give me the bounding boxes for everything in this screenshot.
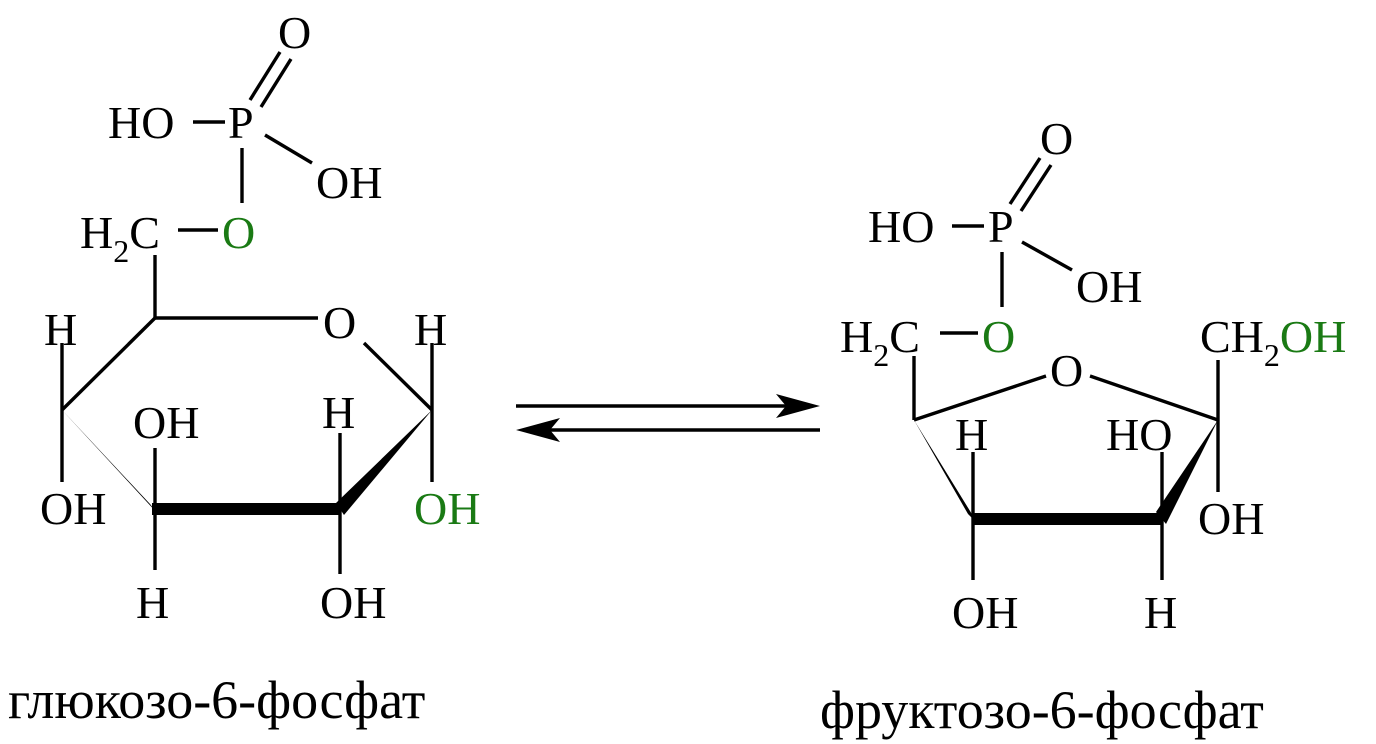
fructose-c2-oh-label: OH — [1198, 493, 1264, 544]
fructose-6-phosphate-structure: O HO P OH O H2C O CH2OH H HO OH OH H фру… — [820, 113, 1346, 740]
forward-arrow-head — [776, 394, 820, 418]
fructose-c4-oh-label: OH — [952, 587, 1018, 638]
glucose-c4-oh-label: OH — [40, 483, 106, 534]
glucose-c3-h-label: H — [136, 577, 169, 628]
fructose-ho-label: HO — [868, 201, 934, 252]
reverse-arrow-head — [516, 418, 560, 442]
fructose-c5-ringo-bond — [913, 374, 1047, 422]
glucose-p-double-bond-b — [259, 58, 293, 108]
fructose-caption: фруктозо-6-фосфат — [820, 680, 1264, 740]
fructose-c4-h-label: H — [955, 409, 988, 460]
fructose-ester-o-label: O — [982, 311, 1015, 362]
fructose-c3-c2-wedge — [1156, 420, 1218, 524]
glucose-c1-h-label: H — [414, 304, 447, 355]
fructose-ringo-c2-bond — [1089, 374, 1219, 422]
fructose-p-double-bond-a — [1008, 157, 1042, 205]
glucose-c2-h-label: H — [322, 387, 355, 438]
glucose-c4-c3-wedge — [62, 410, 158, 514]
glucose-c3-oh-label: OH — [133, 397, 199, 448]
glucose-c1-oh-label: OH — [414, 483, 480, 534]
glucose-p-oh-bond — [264, 133, 313, 165]
fructose-ch2oh-label: CH2OH — [1200, 311, 1346, 373]
glucose-ring-o-label: O — [323, 297, 356, 348]
fructose-double-o-label: O — [1040, 113, 1073, 164]
glucose-double-o-label: O — [278, 7, 311, 58]
fructose-c3-h-label: H — [1144, 587, 1177, 638]
glucose-c4-h-label: H — [44, 304, 77, 355]
glucose-c2-c1-wedge — [336, 410, 432, 515]
glucose-caption: глюкозо-6-фосфат — [8, 670, 425, 730]
fructose-p-label: P — [988, 201, 1014, 252]
glucose-c2-oh-label: OH — [320, 577, 386, 628]
fructose-p-oh-bond — [1021, 240, 1073, 272]
glucose-6-phosphate-structure: O HO P OH O H2C O H H OH H OH OH H OH гл… — [8, 7, 480, 730]
glucose-ho-label: HO — [108, 97, 174, 148]
glucose-oh-label: OH — [316, 157, 382, 208]
fructose-p-double-bond-b — [1019, 164, 1053, 212]
fructose-oh-label: OH — [1076, 261, 1142, 312]
fructose-c3-ho-label: HO — [1106, 409, 1172, 460]
equilibrium-arrows — [516, 394, 820, 442]
glucose-p-label: P — [228, 97, 254, 148]
fructose-ch2-left-label: H2C — [840, 311, 920, 373]
fructose-c5-c4-wedge — [914, 420, 978, 524]
fructose-ring-o-label: O — [1050, 345, 1083, 396]
glucose-ester-o-label: O — [222, 207, 255, 258]
glucose-ringo-c1-bond — [362, 341, 434, 412]
glucose-c5-c4-bond — [60, 316, 157, 412]
glucose-p-double-bond-a — [248, 51, 282, 101]
glucose-ch2-label: H2C — [80, 207, 160, 269]
